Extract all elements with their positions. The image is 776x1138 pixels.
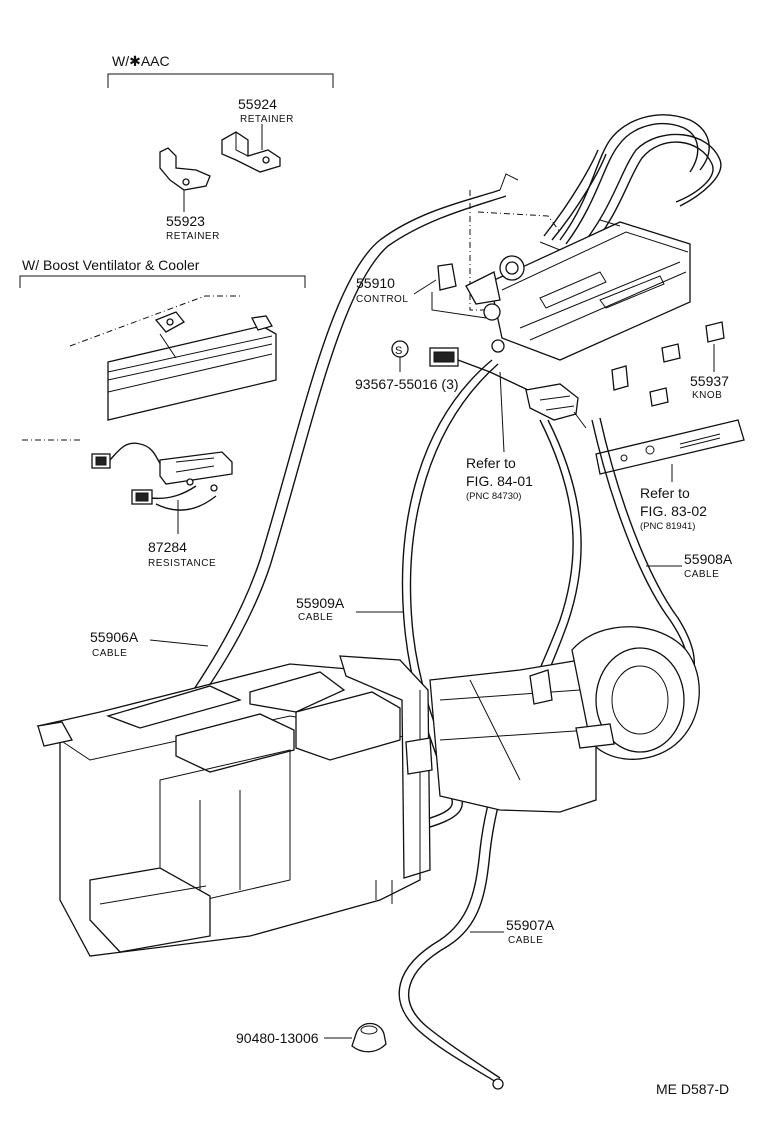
aac-bracket: [107, 73, 334, 88]
screw-93567-drawing: S: [391, 340, 587, 429]
boost-header: W/ Boost Ventilator & Cooler: [22, 257, 200, 273]
part-55923-number: 55923: [166, 213, 205, 229]
retainer-55924-drawing: [221, 131, 281, 173]
control-55910-drawing: [431, 114, 722, 361]
grommet-90480-drawing: [351, 1022, 387, 1053]
part-55906a-name: CABLE: [92, 648, 127, 659]
control-panel-face-drawing: [595, 419, 745, 475]
part-55937-name: KNOB: [692, 390, 722, 401]
part-55910-number: 55910: [356, 275, 395, 291]
ref-84-01-line1: Refer to: [466, 455, 516, 471]
ref-83-02-line1: Refer to: [640, 485, 690, 501]
part-55907a-name: CABLE: [508, 935, 543, 946]
retainer-55923-drawing: [159, 147, 211, 191]
part-87284-name: RESISTANCE: [148, 558, 216, 569]
part-55909a-number: 55909A: [296, 595, 345, 611]
part-55924-name: RETAINER: [240, 114, 294, 125]
heater-unit-drawing: [36, 626, 700, 957]
ref-84-01-pnc: (PNC 84730): [466, 491, 521, 502]
part-87284-number: 87284: [148, 539, 187, 555]
part-55908a-number: 55908A: [684, 551, 733, 567]
ref-83-02-pnc: (PNC 81941): [640, 521, 695, 532]
ref-84-01-line2: FIG. 84-01: [466, 473, 533, 489]
boost-group: W/ Boost Ventilator & Cooler: [19, 257, 306, 569]
knob-55937-drawing: [611, 321, 725, 407]
part-55907a-number: 55907A: [506, 917, 555, 933]
boost-bracket: [19, 275, 306, 288]
footer-code: ME D587-D: [656, 1081, 729, 1097]
part-55910-name: CONTROL: [356, 294, 408, 305]
part-55923-name: RETAINER: [166, 231, 220, 242]
part-93567-number: 93567-55016 (3): [355, 376, 459, 392]
aac-group: W/✱AAC 55924 RETAINER 55923 RETAINER: [107, 53, 334, 242]
part-55908a-name: CABLE: [684, 569, 719, 580]
part-55937-number: 55937: [690, 373, 729, 389]
cable-55907a-drawing: [398, 419, 574, 1083]
part-55909a-name: CABLE: [298, 612, 333, 623]
part-55924-number: 55924: [238, 96, 277, 112]
part-90480-number: 90480-13006: [236, 1030, 319, 1046]
standard-part-marker: S: [395, 345, 402, 357]
part-55906a-number: 55906A: [90, 629, 139, 645]
boost-rail-drawing: [107, 311, 277, 421]
aac-header: W/✱AAC: [112, 53, 170, 69]
ref-83-02-line2: FIG. 83-02: [640, 503, 707, 519]
resistance-87284-drawing: [91, 442, 233, 511]
